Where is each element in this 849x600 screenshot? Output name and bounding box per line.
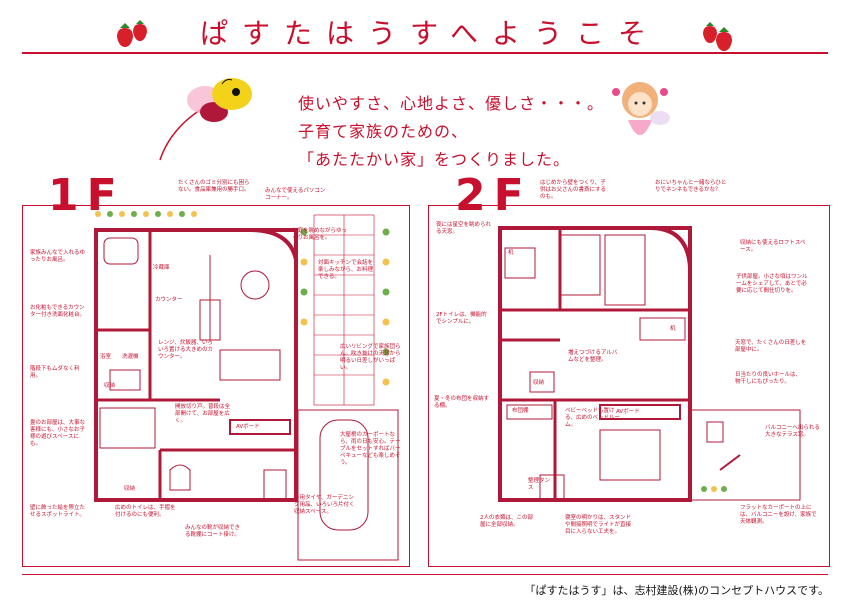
note-1f-15: 冬用タイヤ、ガーデニング用品、いろいろ片付く収納スペース。 (294, 495, 355, 515)
note-1f-9: 開放切り戸。普段は全部開けて、お部屋を広く。 (175, 404, 231, 424)
floor-2-heading: 2F (455, 170, 532, 221)
room-label-storage: 収納 (104, 383, 116, 389)
intro-line-1: 使いやすさ、心地よさ、優しさ・・・。 (298, 94, 605, 113)
strawberry-icon (117, 20, 147, 47)
floor-1-frame (22, 205, 410, 567)
room-label-refrigerator: 冷蔵庫 (153, 265, 170, 271)
note-1f-6: レンジ、炊飯器、いろいろ置ける大きめのカウンター。 (158, 340, 214, 360)
note-2f-13: 寝室の明かりは、スタンドや間接照明でライトが直接目に入らない工夫を。 (565, 515, 632, 535)
room-label-wash: 洗濯機 (122, 354, 139, 360)
note-2f-1: おにいちゃんと一緒ならひとりでネンネもできるかな？ (655, 180, 727, 193)
page-title: ぱすたはうすへようこそ (199, 17, 661, 50)
note-1f-12: 広めのトイレは、手摺を付けるのにも便利。 (115, 505, 176, 518)
note-1f-8: 広いリビングで家族団らん。吹き抜けの天窓から明るい日差しがいっぱい。 (340, 344, 401, 371)
room-label-storage-2f: 収納 (533, 380, 545, 386)
note-2f-8: 日当たりの良いホールは、物干しにもぴったり。 (735, 372, 802, 385)
note-1f-3: お庭を眺めながらゆっくりお風呂を。 (292, 228, 348, 241)
note-2f-6: 天窓で、たくさんの日差しを部屋中に。 (735, 340, 807, 353)
room-label-desk-2: 机 (670, 326, 676, 332)
note-2f-10: ベビーベッドも置ける、広めのベッドルーム。 (565, 408, 621, 428)
note-1f-11: 大屋根のカーポートなら、雨の日も安心。テーブルをセットすればバーベキューなども楽… (340, 432, 401, 466)
note-2f-5: 2Fトイレは、機能的でシンプルに。 (436, 312, 487, 325)
footer-text: 「ぱすたはうす」は、志村建設(株)のコンセプトハウスです。 (524, 584, 829, 597)
note-1f-7: 階段下もムダなく利用。 (30, 366, 80, 379)
note-2f-3: 収納にも使えるロフトスペース。 (740, 240, 806, 253)
strawberry-decor (117, 20, 732, 51)
room-label-desk-1: 机 (508, 250, 514, 256)
fairy-icon (612, 82, 670, 135)
floor-2-frame (428, 205, 830, 567)
note-2f-14: フラットなカーポートの上には、バルコニーを設け、家族で天体観測。 (740, 505, 817, 525)
room-label-futon: 布団棚 (512, 408, 529, 414)
footer-rule (22, 574, 828, 575)
plant-row (95, 211, 390, 386)
note-1f-5: お化粧もできるカウンター付き洗面化粧台。 (30, 305, 86, 318)
floor-1-plan (94, 214, 399, 561)
note-2f-4: 子供部屋。小さな頃はワンルームをシェアして、あとで必要に応じて間仕切りを。 (736, 274, 808, 294)
room-label-dresser: 整理タンス (528, 478, 551, 491)
plant-row (701, 486, 727, 492)
note-1f-0: たくさんのゴミ分別にも困らない。食品庫兼用の勝手口。 (178, 180, 250, 193)
intro-line-2: 子育て家族のための、 (298, 122, 469, 141)
note-1f-1: みんなで使えるパソコンコーナー。 (265, 188, 326, 201)
note-2f-12: 2人の衣類は、この部屋に全部収納。 (480, 515, 533, 528)
note-2f-9: 夏・冬の布団を収納する棚。 (434, 396, 490, 409)
floor-1-heading: 1F (48, 170, 125, 221)
note-2f-0: はじめから壁をつくり、子供はお父さんの書斎にするのも。 (540, 180, 607, 200)
room-label-bath: 浴室 (100, 354, 112, 360)
room-label-counter: カウンター (155, 297, 183, 303)
note-1f-14: みんなの靴が収納できる靴棚にコート掛け。 (185, 525, 241, 538)
header-rule (22, 52, 828, 54)
bee-illustration (159, 78, 670, 161)
room-label-av-board: AVボード (236, 424, 260, 430)
floor-2-plan (498, 226, 801, 502)
note-1f-2: 家族みんなで入れるゆったりお風呂。 (30, 250, 86, 263)
strawberry-icon (703, 22, 732, 51)
room-label-storage-2: 収納 (124, 486, 136, 492)
note-1f-13: 壁に飾った絵を際立たせるスポットライト。 (30, 505, 86, 518)
note-1f-4: 対面キッチンで会話を楽しみながら、お料理できる。 (318, 260, 374, 280)
note-2f-7: 増えつづけるアルバムなどを整理。 (568, 350, 618, 363)
note-2f-2: 夜には星空を眺められる天窓。 (436, 222, 492, 235)
intro-line-3: 「あたたかい家」をつくりました。 (298, 150, 571, 169)
bee-icon (159, 78, 252, 161)
room-label-av-board-2f: AVボード (616, 409, 640, 415)
note-1f-10: 畳のお部屋は、大事な客様にも、小さなお子様の遊びスペースにも。 (30, 420, 86, 447)
note-2f-11: バルコニーへ出られる大きなテラス窓。 (765, 425, 820, 438)
